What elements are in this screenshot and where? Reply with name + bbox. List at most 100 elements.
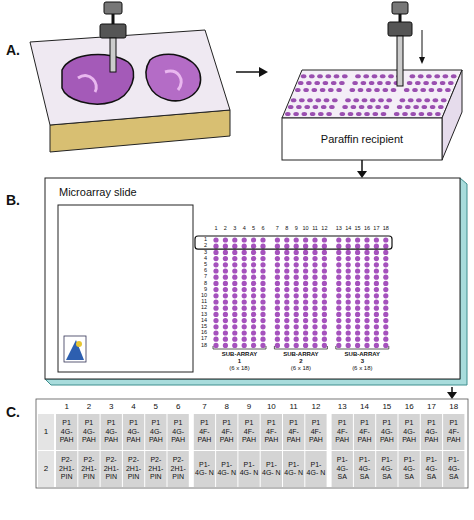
core <box>397 105 403 109</box>
core <box>377 81 383 85</box>
row-number: 2 <box>38 451 54 487</box>
core-dot <box>383 268 388 273</box>
core-dot <box>242 312 247 317</box>
core-dot <box>364 337 369 342</box>
core <box>320 88 326 92</box>
core-dot <box>355 299 360 304</box>
core-dot <box>223 244 228 249</box>
arrow-head <box>259 67 268 77</box>
table-cell-text: P2- 2H1- PIN <box>124 456 143 482</box>
core <box>326 112 332 116</box>
table-cell-text: P1- 4G- SA <box>333 456 352 482</box>
core <box>372 74 378 78</box>
core-dot <box>294 268 299 273</box>
node-label: Paraffin recipient <box>282 118 442 160</box>
table-cell <box>332 414 353 450</box>
core-dot <box>322 337 327 342</box>
core-dot <box>346 275 351 280</box>
table-cell <box>145 414 166 450</box>
row-number: 8 <box>197 281 207 287</box>
core-dot <box>303 318 308 323</box>
core-dot <box>213 281 218 286</box>
core-dot <box>364 312 369 317</box>
core <box>358 88 364 92</box>
table-cell <box>283 451 304 487</box>
core-dot <box>364 306 369 311</box>
core-dot <box>355 256 360 261</box>
core-dot <box>383 256 388 261</box>
core-dot <box>346 306 351 311</box>
core-dot <box>294 312 299 317</box>
core-dot <box>346 330 351 335</box>
core-dot <box>312 281 317 286</box>
core-dot <box>260 318 265 323</box>
core-dot <box>374 343 379 348</box>
column-number: 8 <box>282 225 292 231</box>
core-dot <box>336 237 341 242</box>
core-dot <box>364 268 369 273</box>
core-dot <box>275 244 280 249</box>
row-number: 10 <box>197 293 207 299</box>
core-dot <box>374 250 379 255</box>
core-dot <box>383 262 388 267</box>
table-cell <box>283 400 304 413</box>
table-cell <box>194 451 215 487</box>
core <box>435 112 441 116</box>
column-number: 13 <box>332 400 353 413</box>
core-dot <box>232 237 237 242</box>
core <box>326 74 332 78</box>
table-cell <box>443 400 464 413</box>
core-dot <box>242 244 247 249</box>
core-dot <box>374 293 379 298</box>
core-dot <box>294 287 299 292</box>
core-dot <box>242 293 247 298</box>
row-number: 16 <box>197 330 207 336</box>
core <box>332 98 338 102</box>
core-dot <box>251 343 256 348</box>
table-cell <box>38 400 54 413</box>
table-frame <box>36 399 468 488</box>
table-cell <box>443 451 464 487</box>
core-dot <box>260 268 265 273</box>
table-cell-text: P1- 4G- N <box>195 461 214 478</box>
core <box>448 81 454 85</box>
core-dot <box>275 250 280 255</box>
core-dot <box>294 324 299 329</box>
core <box>317 74 323 78</box>
core-dot <box>284 262 289 267</box>
table-cell-text: P1- 4G- SA <box>355 456 374 482</box>
core <box>388 74 394 78</box>
motion-arrow <box>422 30 423 58</box>
core-dot <box>303 244 308 249</box>
table-cell <box>421 400 442 413</box>
core-dot <box>294 337 299 342</box>
column-number: 16 <box>362 225 372 231</box>
core <box>304 105 310 109</box>
core-dot <box>275 237 280 242</box>
core-dot <box>260 237 265 242</box>
core <box>307 98 313 102</box>
core-dot <box>322 237 327 242</box>
tissue-texture <box>78 71 181 92</box>
core-dot <box>374 256 379 261</box>
table-cell <box>216 414 237 450</box>
table-cell <box>38 414 54 450</box>
core-dot <box>383 287 388 292</box>
core <box>340 112 346 116</box>
core <box>404 88 410 92</box>
core-dot <box>346 318 351 323</box>
core-dot <box>294 293 299 298</box>
core <box>391 88 397 92</box>
row-number: 11 <box>197 299 207 305</box>
core <box>288 105 294 109</box>
core-dot <box>374 287 379 292</box>
table-cell-text: P1 4F- PAH <box>444 419 463 445</box>
table-cell <box>168 414 189 450</box>
table-cell <box>168 451 189 487</box>
sub-array-size: (6 x 18) <box>215 365 265 372</box>
core-dot <box>284 318 289 323</box>
core-dot <box>242 337 247 342</box>
core-dot <box>260 306 265 311</box>
core-dot <box>275 343 280 348</box>
core-dot <box>364 299 369 304</box>
